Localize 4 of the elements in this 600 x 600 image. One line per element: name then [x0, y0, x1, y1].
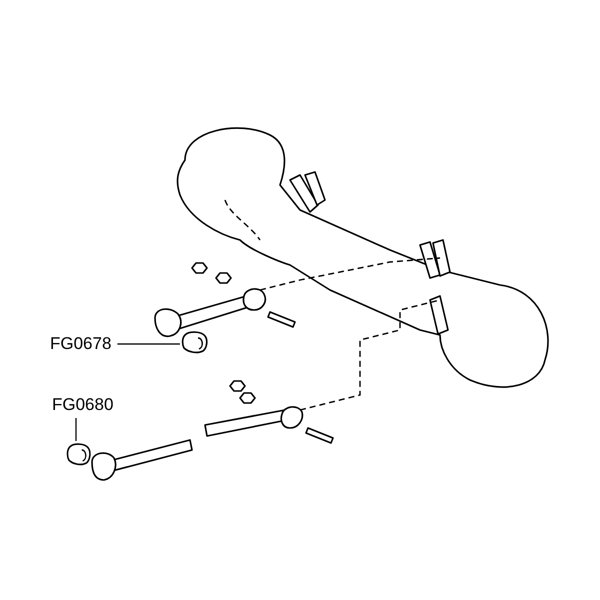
leader-line — [75, 418, 77, 441]
part-number: FG0680 — [52, 395, 114, 415]
part-number: FG0678 — [50, 334, 112, 354]
leader-line — [117, 343, 180, 345]
